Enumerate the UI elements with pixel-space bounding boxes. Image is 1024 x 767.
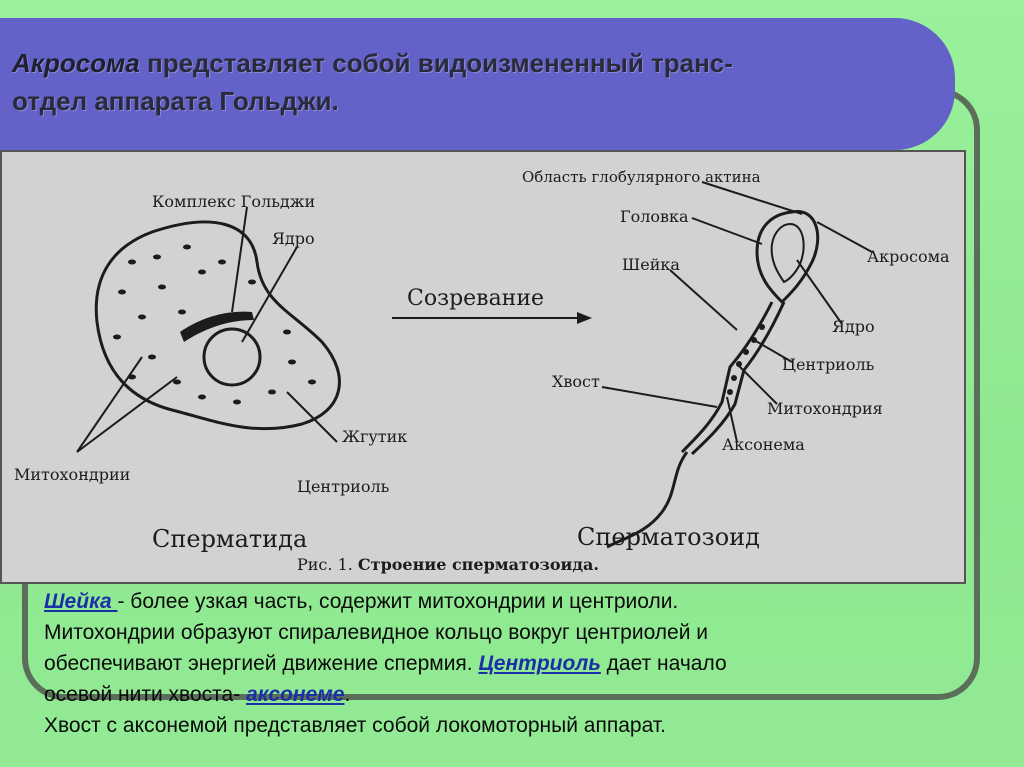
spermatid-nucleus bbox=[204, 329, 260, 385]
label-acrosome: Акросома bbox=[867, 247, 950, 266]
slide-title: Акросома представляет собой видоизмененн… bbox=[12, 44, 942, 120]
body-line-3-a: обеспечивают энергией движение спермия. bbox=[44, 652, 478, 675]
figure-drawing: Комплекс Гольджи Ядро Митохондрии Жгутик… bbox=[2, 152, 964, 582]
body-line-5: Хвост с аксонемой представляет собой лок… bbox=[44, 710, 944, 741]
label-axoneme: Аксонема bbox=[722, 435, 805, 454]
label-mitochondrion: Митохондрия bbox=[767, 399, 883, 418]
body-line-4-b: . bbox=[344, 683, 350, 706]
title-band: Акросома представляет собой видоизмененн… bbox=[0, 18, 955, 150]
title-keyword: Акросома bbox=[12, 48, 140, 78]
label-centriole-left: Центриоль bbox=[297, 477, 390, 496]
golgi-complex bbox=[180, 312, 254, 342]
body-line-1: Шейка - более узкая часть, содержит мито… bbox=[44, 586, 944, 617]
label-actin: Область глобулярного актина bbox=[522, 168, 761, 186]
label-tail: Хвост bbox=[552, 372, 600, 391]
figure-caption: Рис. 1. Строение сперматозоида. bbox=[297, 555, 599, 574]
label-nucleus-right: Ядро bbox=[832, 317, 875, 336]
label-spermatozoon: Сперматозоид bbox=[577, 523, 760, 551]
sperm-mitochondria bbox=[727, 324, 765, 395]
maturation-arrowhead bbox=[577, 312, 592, 324]
label-head: Головка bbox=[620, 207, 689, 226]
sperm-nucleus bbox=[772, 224, 804, 282]
label-spermatid: Сперматида bbox=[152, 525, 307, 553]
body-line-4-a: осевой нити хвоста- bbox=[44, 683, 246, 706]
caption-prefix: Рис. 1. bbox=[297, 555, 353, 574]
label-flagellum: Жгутик bbox=[342, 427, 407, 446]
term-axoneme[interactable]: аксонеме bbox=[246, 683, 344, 706]
label-centriole-right: Центриоль bbox=[782, 355, 875, 374]
figure-scan: Комплекс Гольджи Ядро Митохондрии Жгутик… bbox=[0, 150, 966, 584]
body-line-4: осевой нити хвоста- аксонеме. bbox=[44, 679, 944, 710]
term-neck[interactable]: Шейка bbox=[44, 590, 117, 613]
sperm-neck bbox=[682, 302, 772, 452]
label-neck: Шейка bbox=[622, 255, 680, 274]
body-line-1-rest: - более узкая часть, содержит митохондри… bbox=[117, 590, 678, 613]
body-line-3: обеспечивают энергией движение спермия. … bbox=[44, 648, 944, 679]
body-text: Шейка - более узкая часть, содержит мито… bbox=[44, 586, 944, 741]
body-line-3-b: дает начало bbox=[601, 652, 727, 675]
label-mitochondria: Митохондрии bbox=[14, 465, 130, 484]
label-maturation: Созревание bbox=[407, 286, 544, 311]
body-line-2: Митохондрии образуют спиралевидное кольц… bbox=[44, 617, 944, 648]
title-line1: представляет собой видоизмененный транс- bbox=[140, 48, 733, 78]
caption-text: Строение сперматозоида. bbox=[358, 555, 599, 574]
title-line2: отдел аппарата Гольджи. bbox=[12, 86, 339, 116]
label-nucleus-left: Ядро bbox=[272, 229, 315, 248]
term-centriole[interactable]: Центриоль bbox=[478, 652, 600, 675]
sperm-neck-right bbox=[692, 302, 784, 454]
label-golgi: Комплекс Гольджи bbox=[152, 192, 315, 211]
